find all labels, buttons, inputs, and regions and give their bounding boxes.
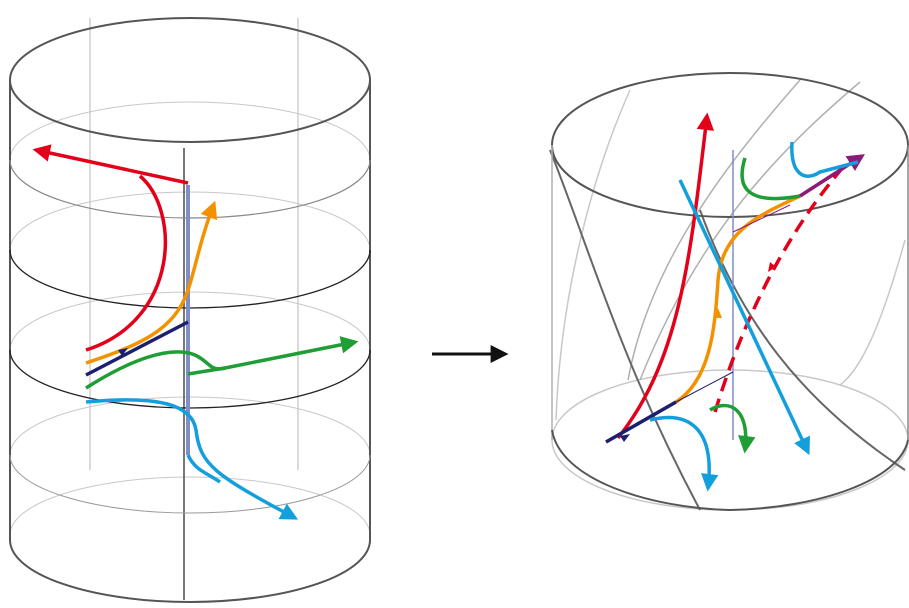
left-green-stub <box>187 366 226 376</box>
right-bottom-rim-back <box>551 369 909 511</box>
right-twist-strand <box>627 79 801 381</box>
right-green-bottom <box>709 403 756 454</box>
left-section-back <box>9 101 371 161</box>
left-section-front <box>9 454 371 514</box>
right-purple-thin <box>732 204 791 233</box>
right-twist-edge <box>549 149 701 511</box>
left-orange-curve <box>85 200 218 365</box>
right-twist-edge <box>699 209 906 471</box>
right-navy-thin <box>675 371 734 403</box>
right-bottom-rim-front <box>551 429 909 512</box>
right-red-curve <box>616 112 715 440</box>
right-cyan-top <box>790 141 859 178</box>
right-navy-line <box>605 400 677 444</box>
left-red-ray <box>32 144 189 185</box>
right-twist-strand <box>639 81 861 381</box>
right-twist-strand <box>839 239 906 386</box>
right-green-top <box>740 157 801 201</box>
right-twist-strand <box>555 89 631 421</box>
left-bottom-rim <box>9 539 371 603</box>
left-navy-arrowhead <box>118 348 128 356</box>
right-orange-arrowhead <box>714 308 722 318</box>
left-top-rim <box>9 17 371 143</box>
left-section-back <box>9 476 371 536</box>
left-cyan-stub <box>186 454 221 484</box>
right-top-rim <box>551 72 909 218</box>
right-navy-arrowhead <box>620 434 630 442</box>
right-cyan-bottom <box>649 415 719 492</box>
right-cyan-diagonal <box>678 179 810 456</box>
left-red-curve <box>85 174 168 352</box>
right-red-dashed-arrowhead <box>768 262 776 272</box>
left-cylinder <box>9 17 371 603</box>
right-cylinder <box>549 72 909 512</box>
left-cyan-curve <box>85 398 299 520</box>
left-navy-line <box>85 320 189 377</box>
right-red-dashed <box>713 163 847 413</box>
right-orange-curve <box>675 194 801 404</box>
